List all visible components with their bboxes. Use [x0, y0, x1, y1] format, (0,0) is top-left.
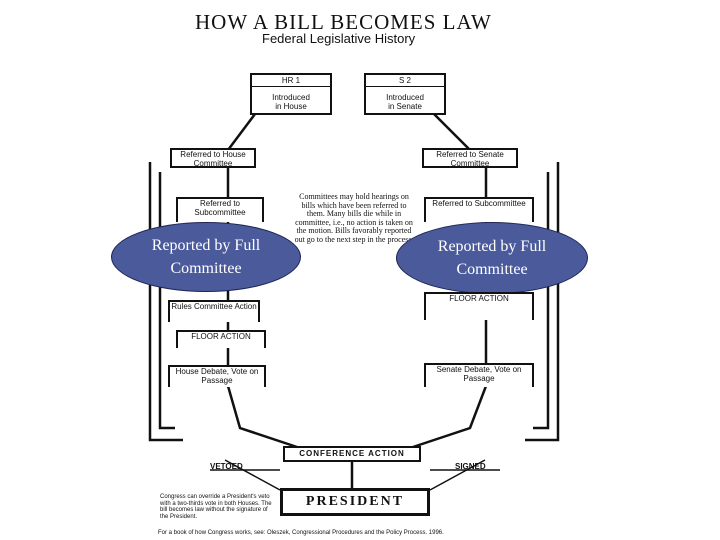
- house-bill-box: HR 1 Introduced in House: [250, 73, 332, 115]
- house-introduced-line1: Introduced: [272, 93, 310, 102]
- diagram-title: HOW A BILL BECOMES LAW: [195, 10, 492, 34]
- house-debate-box: House Debate, Vote on Passage: [168, 365, 266, 387]
- conference-box: CONFERENCE ACTION: [283, 446, 421, 462]
- senate-to-conference: [409, 385, 488, 450]
- senate-reported-oval: Reported by Full Committee: [396, 222, 588, 294]
- house-subcommittee-box: Referred to Subcommittee: [176, 197, 264, 222]
- house-floor-box: FLOOR ACTION: [176, 330, 266, 348]
- senate-reported-label: Reported by Full Committee: [437, 238, 547, 278]
- house-committee-box: Referred to House Committee: [170, 148, 256, 168]
- senate-bill-box: S 2 Introduced in Senate: [364, 73, 446, 115]
- senate-inner-frame: [533, 172, 550, 430]
- diagram-subtitle: Federal Legislative History: [262, 31, 416, 46]
- senate-introduced-line2: in Senate: [388, 102, 422, 111]
- senate-subcommittee-box: Referred to Subcommittee: [424, 197, 534, 222]
- source-caption: For a book of how Congress works, see: O…: [158, 530, 444, 536]
- senate-diagonal: [429, 109, 471, 151]
- vetoed-label: VETOED: [210, 462, 243, 471]
- house-reported-label: Reported by Full Committee: [151, 237, 261, 277]
- senate-floor-box: FLOOR ACTION: [424, 292, 534, 320]
- house-to-conference: [226, 385, 301, 450]
- signed-label: SIGNED: [455, 462, 486, 471]
- senate-debate-box: Senate Debate, Vote on Passage: [424, 363, 534, 387]
- house-diagonal: [227, 109, 259, 151]
- committee-note: Committees may hold hearings on bills wh…: [294, 192, 414, 244]
- house-introduced-line2: in House: [275, 102, 307, 111]
- senate-introduced-line1: Introduced: [386, 93, 424, 102]
- senate-bill-number: S 2: [366, 75, 444, 87]
- house-bill-number: HR 1: [252, 75, 330, 87]
- house-reported-oval: Reported by Full Committee: [111, 222, 301, 292]
- senate-committee-box: Referred to Senate Committee: [422, 148, 518, 168]
- house-rules-box: Rules Committee Action: [168, 300, 260, 322]
- veto-override-note: Congress can override a President's veto…: [160, 494, 272, 520]
- president-box: PRESIDENT: [280, 488, 430, 516]
